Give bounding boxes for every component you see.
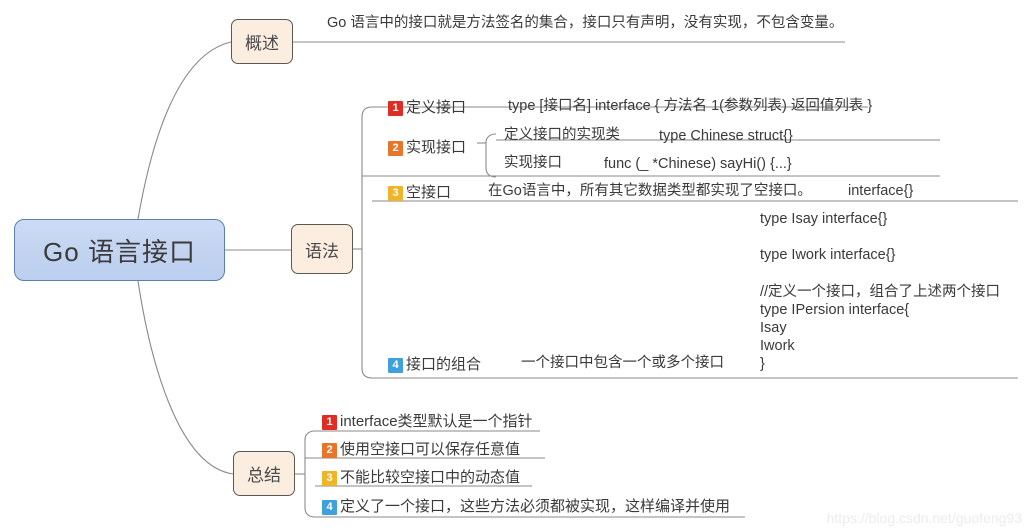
badge-number-icon: 4 [388, 358, 403, 373]
root-node-label: Go 语言接口 [43, 236, 196, 267]
branch-node-grammar-label: 语法 [305, 241, 339, 261]
grammar-item-3-label: 空接口 [406, 184, 452, 201]
branch-node-grammar[interactable]: 语法 [291, 224, 353, 274]
code-line-5: //定义一个接口，组合了上述两个接口 [760, 284, 1001, 300]
watermark: https://blog.csdn.net/guofeng93 [826, 510, 1022, 526]
branch-node-summary-label: 总结 [247, 466, 281, 485]
grammar-item-2-label: 实现接口 [406, 139, 467, 156]
branch-node-overview[interactable]: 概述 [231, 19, 293, 64]
badge-number-icon: 3 [322, 471, 337, 486]
overview-text: Go 语言中的接口就是方法签名的集合，接口只有声明，没有实现，不包含变量。 [327, 15, 844, 31]
grammar-item-3-detail: 在Go语言中，所有其它数据类型都实现了空接口。 [488, 183, 812, 199]
summary-item-4-text: 定义了一个接口，这些方法必须都被实现，这样编译并使用 [340, 498, 731, 515]
badge-number-icon: 1 [322, 415, 337, 430]
code-line-3: type Iwork interface{} [760, 247, 896, 263]
code-line-1: type Isay interface{} [760, 211, 888, 227]
grammar-item-2-sub-2-label: 实现接口 [504, 155, 562, 171]
grammar-item-3-extra: interface{} [848, 183, 914, 199]
badge-number-icon: 2 [388, 141, 403, 156]
grammar-item-1-detail: type [接口名] interface { 方法名 1(参数列表) 返回值列表… [508, 98, 873, 114]
grammar-item-1-label: 定义接口 [406, 99, 467, 116]
badge-number-icon: 1 [388, 101, 403, 116]
grammar-item-4-label: 接口的组合 [406, 356, 482, 373]
badge-number-icon: 3 [388, 186, 403, 201]
badge-number-icon: 4 [322, 500, 337, 515]
code-line-6: type IPersion interface{ [760, 302, 910, 318]
grammar-item-2-sub-1-detail: type Chinese struct{} [659, 128, 793, 144]
summary-item-3-text: 不能比较空接口中的动态值 [340, 469, 521, 486]
root-node[interactable]: Go 语言接口 [14, 219, 225, 281]
code-line-7: Isay [760, 320, 787, 336]
branch-node-overview-label: 概述 [245, 34, 279, 53]
badge-number-icon: 2 [322, 443, 337, 458]
branch-node-summary[interactable]: 总结 [233, 451, 295, 496]
code-line-9: } [760, 356, 765, 372]
grammar-item-2-sub-1-label: 定义接口的实现类 [504, 127, 620, 143]
summary-item-2-text: 使用空接口可以保存任意值 [340, 441, 521, 458]
code-line-8: Iwork [760, 338, 795, 354]
grammar-item-2-sub-2-detail: func (_ *Chinese) sayHi() {...} [604, 156, 792, 172]
summary-item-1-text: interface类型默认是一个指针 [340, 413, 533, 430]
grammar-item-4-detail: 一个接口中包含一个或多个接口 [521, 355, 724, 371]
